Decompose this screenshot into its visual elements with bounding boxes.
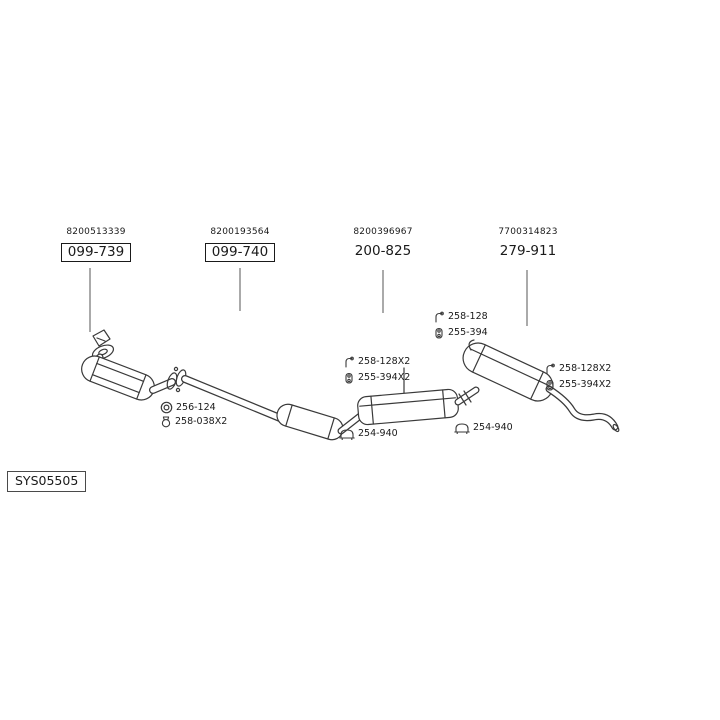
resonator-drawing: [276, 403, 344, 441]
callout-part-number: 254-940: [358, 428, 398, 439]
callout-mid-hanger: 258-128X2: [343, 356, 410, 368]
leader-lines: [89, 268, 528, 332]
hanger-icon: [345, 356, 354, 368]
callout-front-clamp: 258-038X2: [160, 416, 227, 428]
part-number-link[interactable]: 200-825: [354, 243, 412, 259]
catalytic-converter-drawing: [81, 355, 155, 401]
clamp-icon: [161, 416, 171, 428]
rubber-mount-icon: [546, 379, 554, 391]
callout-rear-top-mount: 255-394: [433, 327, 488, 339]
callout-part-number: 255-394X2: [358, 372, 411, 383]
oem-number: 8200193564: [210, 227, 270, 237]
intermediate-pipe-drawing: [181, 375, 284, 422]
hanger-icon: [435, 311, 444, 323]
callout-rear-clamp: 254-940: [454, 422, 513, 434]
rear-connector-pipe-drawing: [454, 386, 480, 406]
part-group-4: 7700314823 279-911: [463, 227, 593, 260]
part-group-2: 8200193564 099-740: [175, 227, 305, 262]
gasket-icon: [160, 401, 173, 414]
oem-number: 8200396967: [353, 227, 413, 237]
callout-part-number: 258-038X2: [175, 416, 228, 427]
callout-mid-clamp: 254-940: [339, 428, 398, 440]
oem-number: 7700314823: [498, 227, 558, 237]
part-number-link[interactable]: 279-911: [499, 243, 557, 259]
part-group-1: 8200513339 099-739: [31, 227, 161, 262]
callout-part-number: 256-124: [176, 401, 216, 413]
callout-part-number: 255-394X2: [559, 379, 612, 390]
saddle-clamp-icon: [339, 429, 355, 440]
callout-gasket: 256-124: [160, 401, 216, 414]
callout-part-number: 254-940: [473, 422, 513, 433]
tailpipe-drawing: [545, 385, 620, 433]
callout-right-hanger: 258-128X2: [544, 363, 611, 375]
joint-flange-drawing: [166, 366, 187, 393]
front-pipe-drawing: [149, 378, 176, 394]
saddle-clamp-icon: [454, 423, 470, 434]
part-number-link[interactable]: 099-740: [204, 243, 276, 262]
callout-mid-mount: 255-394X2: [343, 372, 410, 384]
rubber-mount-icon: [345, 372, 353, 384]
callout-rear-top-hanger: 258-128: [433, 311, 488, 323]
part-group-3: 8200396967 200-825: [318, 227, 448, 260]
part-number-link[interactable]: 099-739: [60, 243, 132, 262]
hanger-icon: [546, 363, 555, 375]
oem-number: 8200513339: [66, 227, 126, 237]
callout-right-mount: 255-394X2: [544, 379, 611, 391]
system-code-box: SYS05505: [7, 471, 87, 492]
callout-part-number: 258-128: [448, 311, 488, 322]
callout-part-number: 258-128X2: [559, 363, 612, 374]
callout-part-number: 255-394: [448, 327, 488, 338]
callout-part-number: 258-128X2: [358, 356, 411, 367]
rubber-mount-icon: [435, 327, 443, 339]
rear-hanger-hook-drawing: [468, 339, 475, 351]
front-bracket-drawing: [92, 329, 111, 347]
